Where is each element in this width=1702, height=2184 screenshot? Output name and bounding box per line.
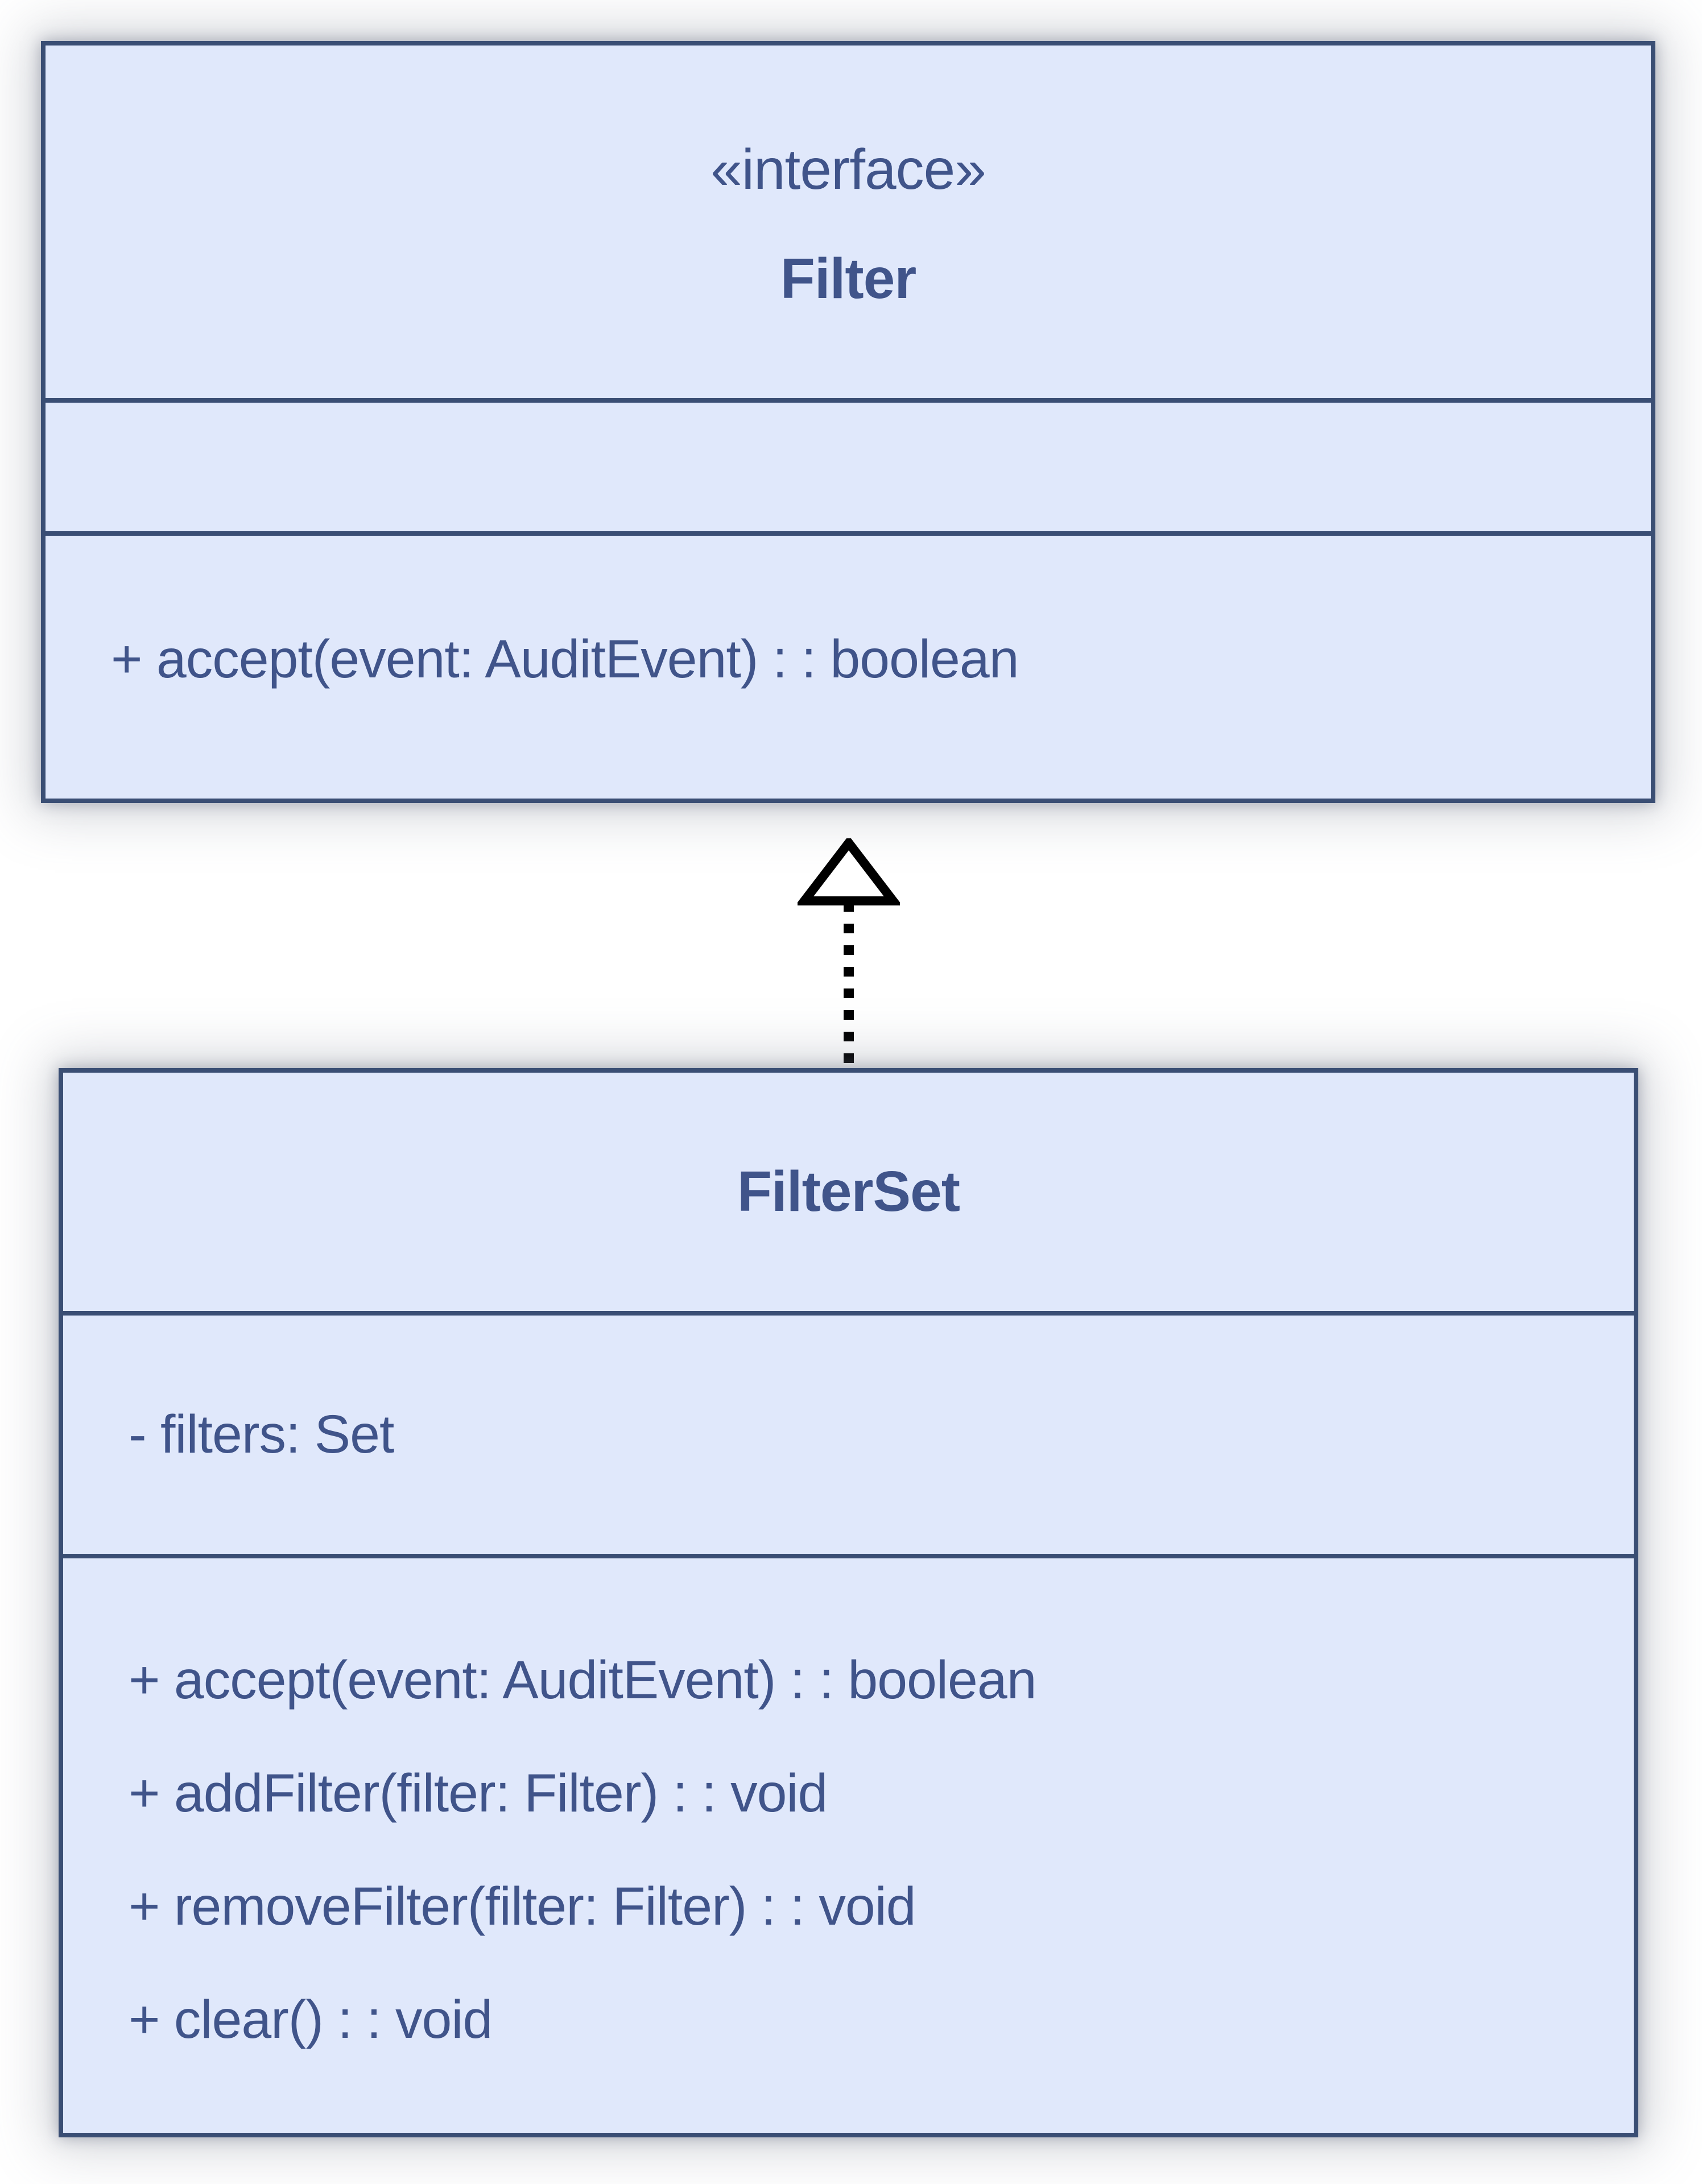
filter-stereotype: «interface» — [710, 138, 986, 201]
filter-methods-compartment: + accept(event: AuditEvent) : : boolean — [46, 531, 1651, 799]
filter-class-name: Filter — [780, 247, 916, 311]
filterset-method-clear: + clear() : : void — [129, 1989, 493, 2050]
class-box-filterset: FilterSet - filters: Set + accept(event:… — [59, 1068, 1638, 2137]
realization-dashed-line — [844, 902, 854, 1068]
filterset-method-addfilter: + addFilter(filter: Filter) : : void — [129, 1763, 828, 1823]
filterset-class-name: FilterSet — [737, 1160, 960, 1223]
filterset-method-accept: + accept(event: AuditEvent) : : boolean — [129, 1650, 1037, 1710]
class-box-filter: «interface» Filter + accept(event: Audit… — [41, 41, 1655, 803]
filterset-attributes-compartment: - filters: Set — [63, 1311, 1634, 1554]
filterset-method-removefilter: + removeFilter(filter: Filter) : : void — [129, 1876, 916, 1937]
filter-method-accept: + accept(event: AuditEvent) : : boolean — [111, 629, 1019, 689]
filterset-methods-compartment: + accept(event: AuditEvent) : : boolean … — [63, 1554, 1634, 2133]
filter-attributes-compartment — [46, 398, 1651, 531]
filter-title-compartment: «interface» Filter — [46, 46, 1651, 398]
filterset-title-compartment: FilterSet — [63, 1073, 1634, 1311]
filterset-attribute-filters: - filters: Set — [129, 1404, 394, 1465]
hollow-triangle-arrowhead-icon — [798, 838, 900, 907]
realization-arrow — [798, 838, 900, 1068]
